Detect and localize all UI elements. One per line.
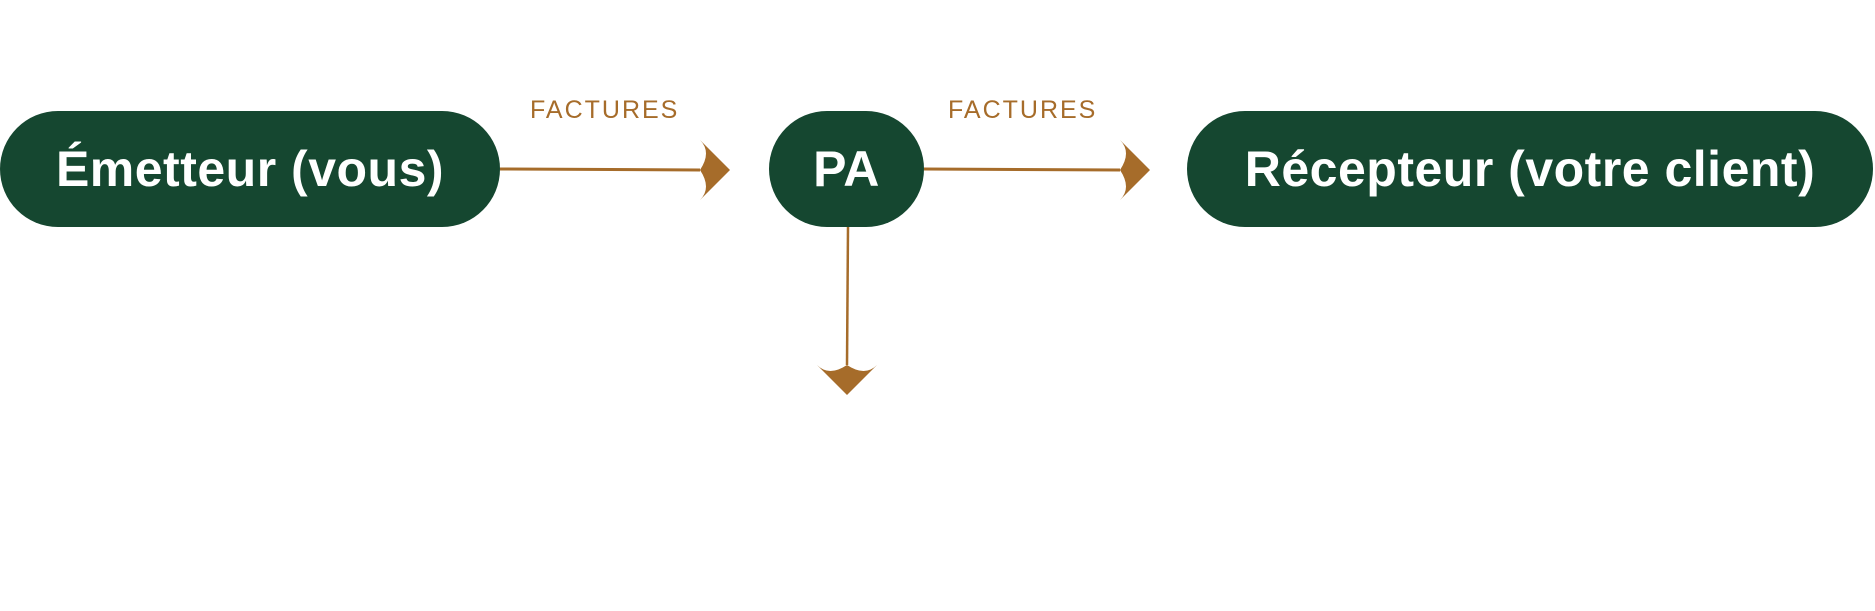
arrow-emitter-to-pa: [499, 140, 730, 200]
arrow-pa-down: [817, 226, 877, 395]
node-pa: PA: [769, 111, 924, 227]
edge-label-emitter-to-pa: FACTURES: [530, 96, 680, 124]
arrow-pa-to-receiver: [923, 140, 1150, 200]
node-receiver: Récepteur (votre client): [1187, 111, 1873, 227]
node-emitter: Émetteur (vous): [0, 111, 500, 227]
edge-label-pa-to-receiver: FACTURES: [948, 96, 1098, 124]
